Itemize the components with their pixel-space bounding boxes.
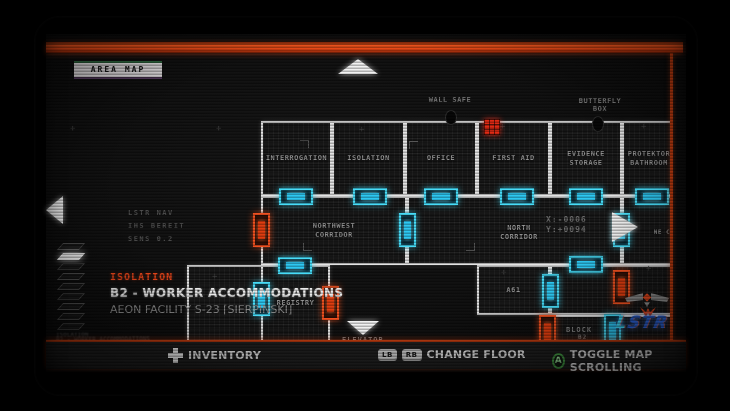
door-icon (569, 188, 603, 205)
room-label: PROTEKTOR BATHROOM (627, 149, 671, 167)
eagle-insignia-icon (625, 293, 669, 307)
grid-cross: + (216, 124, 222, 134)
room-north-corridor: NORTH CORRIDOR (407, 196, 622, 265)
status-line: SENS 0.2 (128, 235, 174, 243)
floor-level-marker (56, 243, 86, 250)
scroll-up-arrow[interactable] (338, 59, 378, 74)
grid-cross: + (501, 268, 507, 278)
room-a61: A61 (477, 265, 550, 315)
floor-level-marker (56, 323, 86, 330)
rb-button-icon: RB (401, 348, 422, 361)
floor-level-marker (56, 283, 86, 290)
butterfly-box-label: BUTTERFLY BOX (578, 97, 622, 113)
dpad-icon (168, 348, 183, 363)
scroll-right-arrow[interactable] (612, 212, 638, 242)
room-northwest-corridor: NORTHWEST CORRIDOR (261, 196, 407, 265)
top-accent-bar (46, 42, 683, 53)
room-label: OFFICE (426, 154, 456, 162)
door-icon (542, 274, 559, 308)
door-icon (569, 256, 603, 273)
wall-safe-label: WALL SAFE (428, 96, 472, 104)
grid-cross: + (646, 264, 652, 274)
bottom-control-bar: INVENTORY LB RB CHANGE FLOOR A TOGGLE MA… (46, 340, 686, 374)
grid-cross: + (500, 122, 506, 132)
grid-cross: + (359, 125, 365, 135)
floor-indicator[interactable] (56, 243, 86, 333)
floor-title: B2 - WORKER ACCOMMODATIONS (110, 286, 344, 300)
coord-x: X:-0006 (546, 215, 587, 224)
status-line: IHS BEREIT (128, 222, 186, 230)
corner-bracket (300, 140, 309, 148)
room-office: OFFICE (405, 121, 477, 196)
corner-bracket (303, 243, 312, 251)
facility-name: AEON FACILITY S-23 ⌈SIERPINSKI⌋ (110, 303, 293, 316)
room-protektor-bathroom: PROTEKTOR BATHROOM (622, 121, 673, 196)
grid-cross: + (70, 124, 76, 134)
status-line: LSTR NAV (128, 209, 174, 217)
wall-safe-dot-icon (445, 110, 457, 125)
scroll-left-arrow[interactable] (46, 196, 63, 224)
floor-level-marker (56, 293, 86, 300)
grid-cross: + (641, 122, 647, 132)
a-button-icon: A (552, 353, 565, 369)
inventory-control[interactable]: INVENTORY (168, 348, 261, 363)
lstr-unit-logo: LSTR (613, 313, 670, 333)
floor-level-marker (56, 303, 86, 310)
butterfly-box-dot-icon (592, 116, 604, 132)
room-label: INTERROGATION (265, 154, 328, 162)
supply-box-icon (484, 119, 500, 135)
room-evidence-storage: EVIDENCE STORAGE (550, 121, 622, 196)
door-icon (279, 188, 313, 205)
current-room-label: ISOLATION (110, 272, 174, 283)
door-icon (635, 188, 669, 205)
corner-bracket (409, 141, 418, 149)
floor-level-marker (56, 313, 86, 320)
room-isolation: ISOLATION (332, 121, 405, 196)
change-floor-label: CHANGE FLOOR (426, 348, 526, 361)
door-icon (399, 213, 416, 247)
scroll-down-arrow[interactable] (347, 321, 379, 335)
door-icon (500, 188, 534, 205)
block-label: BLOCK (566, 326, 593, 334)
door-icon (424, 188, 458, 205)
room-label: EVIDENCE STORAGE (567, 149, 605, 167)
coord-y: Y:+0094 (546, 225, 587, 234)
locked-door-icon (539, 315, 556, 342)
room-label: ISOLATION (347, 154, 390, 162)
room-label: A61 (506, 285, 521, 294)
floor-level-marker (56, 263, 86, 270)
inventory-label: INVENTORY (188, 349, 262, 362)
locked-door-icon (253, 213, 270, 247)
door-icon (353, 188, 387, 205)
floor-level-marker (56, 273, 86, 280)
toggle-map-scrolling-label: TOGGLE MAP SCROLLING (569, 348, 653, 374)
change-floor-control[interactable]: LB RB CHANGE FLOOR (378, 348, 526, 361)
lb-button-icon: LB (378, 348, 397, 361)
room-label: NORTH CORRIDOR (500, 224, 538, 241)
unit-status-readout: LSTR NAV IHS BEREIT SENS 0.2 (128, 207, 185, 246)
room-interrogation: INTERROGATION (261, 121, 332, 196)
map-coordinates: X:-0006 Y:+0094 (546, 215, 587, 235)
corner-bracket (466, 243, 475, 251)
right-accent-border (670, 53, 673, 341)
location-info: ISOLATION B2 - WORKER ACCOMMODATIONS AEO… (110, 272, 343, 316)
toggle-map-scrolling-control[interactable]: A TOGGLE MAP SCROLLING (552, 348, 686, 374)
floor-level-marker-current (56, 253, 86, 260)
area-map-badge: AREA MAP (74, 63, 162, 77)
room-label: NORTHWEST CORRIDOR (312, 221, 356, 239)
